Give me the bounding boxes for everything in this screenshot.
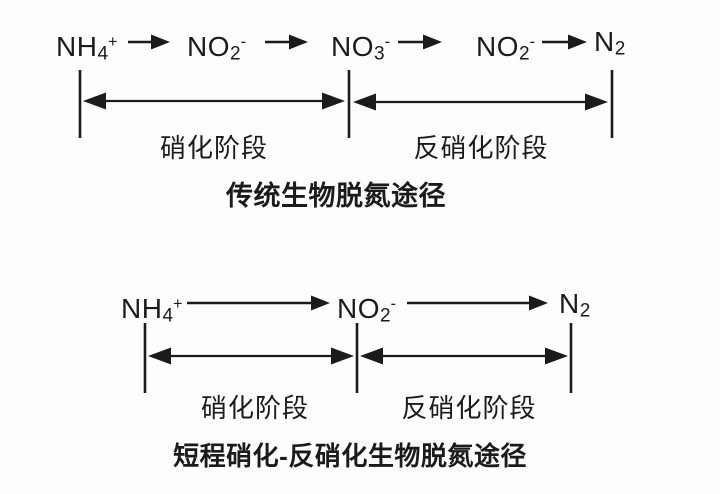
species-charge: - <box>529 33 535 51</box>
reaction-arrow <box>398 34 442 50</box>
reaction-arrow <box>128 34 170 50</box>
species-base: N <box>594 26 615 57</box>
species-subscript: 2 <box>380 305 391 327</box>
stage-label-denitrification: 反硝化阶段 <box>401 393 537 423</box>
species-charge: - <box>390 295 396 313</box>
stage-label-denitrification: 反硝化阶段 <box>413 133 549 163</box>
pathway-title-traditional: 传统生物脱氮途径 <box>226 181 446 211</box>
species-base: NO <box>337 292 380 324</box>
species-charge: - <box>384 33 390 51</box>
species-subscript: 4 <box>162 305 174 327</box>
species-base: NH <box>121 292 163 324</box>
species-no2: NO2- <box>476 27 535 69</box>
species-nh4: NH4+ <box>121 289 183 331</box>
species-subscript: 4 <box>97 43 109 65</box>
species-charge: - <box>240 33 246 51</box>
species-charge: + <box>108 33 118 51</box>
species-charge: + <box>173 295 183 313</box>
species-base: N <box>559 288 580 319</box>
species-nh4: NH4+ <box>56 27 118 69</box>
species-subscript: 2 <box>614 38 626 60</box>
stage-extent-arrow <box>148 347 354 365</box>
species-n2: N2 <box>559 289 590 326</box>
pathway-title-shortcut: 短程硝化-反硝化生物脱氮途径 <box>173 441 527 471</box>
species-base: NH <box>56 30 98 62</box>
species-subscript: 2 <box>579 300 591 322</box>
species-no2: NO2- <box>337 289 396 331</box>
species-base: NO <box>331 30 374 62</box>
species-n2: N2 <box>594 27 625 64</box>
stage-label-nitrification: 硝化阶段 <box>200 393 310 423</box>
stage-extent-arrow <box>83 92 345 110</box>
species-no2: NO2- <box>187 27 246 69</box>
species-no3: NO3- <box>331 27 390 69</box>
reaction-arrow <box>542 34 587 50</box>
stage-extent-arrow <box>353 93 608 111</box>
species-subscript: 3 <box>374 43 385 65</box>
reaction-arrow <box>407 295 548 311</box>
stage-extent-arrow <box>360 347 568 365</box>
reaction-arrow <box>187 295 330 311</box>
species-base: NO <box>476 30 519 62</box>
species-base: NO <box>187 30 230 62</box>
species-subscript: 2 <box>519 43 530 65</box>
stage-label-nitrification: 硝化阶段 <box>159 133 269 163</box>
species-subscript: 2 <box>230 43 241 65</box>
reaction-arrow <box>265 34 308 50</box>
